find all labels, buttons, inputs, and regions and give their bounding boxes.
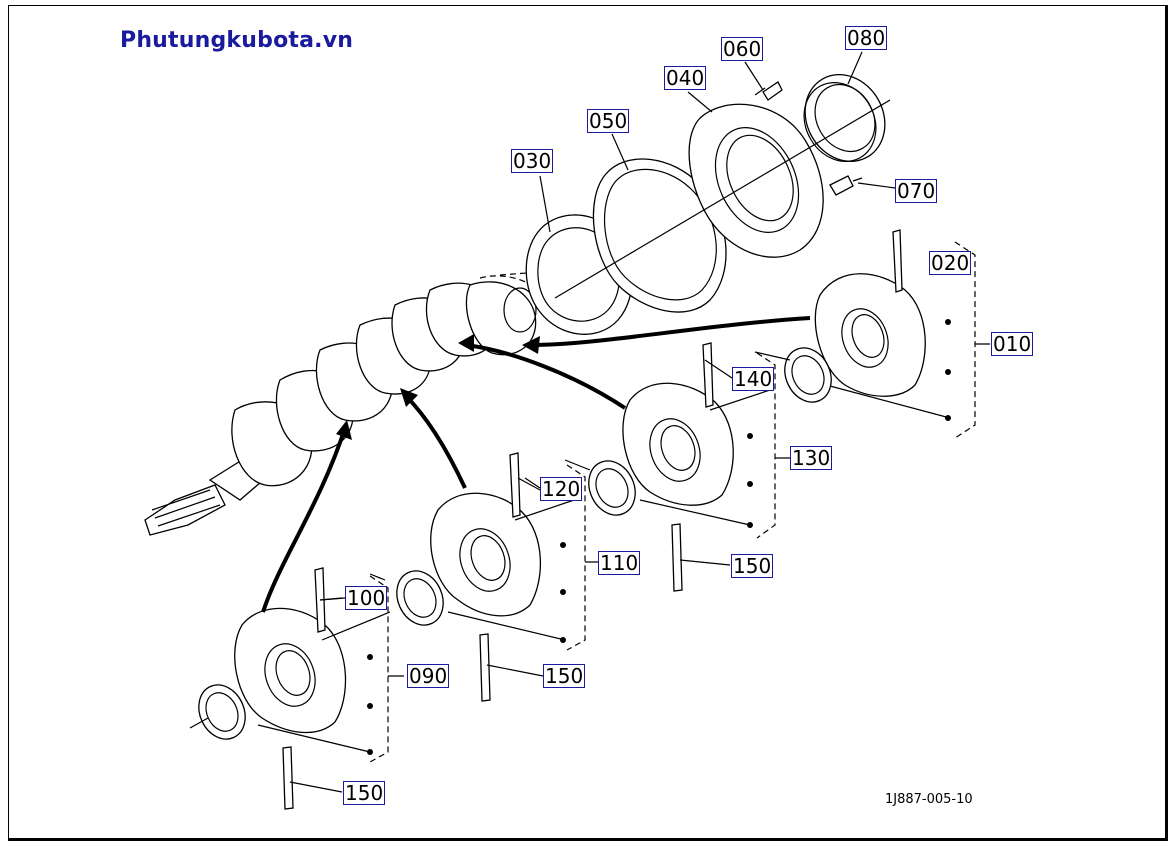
label-150-middle: 150 xyxy=(543,664,586,688)
label-040: 040 xyxy=(664,66,707,90)
label-020: 020 xyxy=(929,251,972,275)
part-130-bearing-case xyxy=(622,342,734,592)
part-010-bearing-case xyxy=(814,229,926,397)
label-050: 050 xyxy=(587,109,630,133)
bolt-070 xyxy=(829,175,863,196)
bearing-rings xyxy=(198,347,832,740)
center-lines xyxy=(189,99,891,729)
part-080-oil-seal xyxy=(803,73,886,163)
diagram-border xyxy=(8,5,1168,841)
label-030: 030 xyxy=(511,149,554,173)
part-110-bearing-case xyxy=(430,452,542,702)
group-brackets xyxy=(369,241,990,763)
label-070: 070 xyxy=(895,179,938,203)
label-110: 110 xyxy=(598,551,641,575)
label-080: 080 xyxy=(845,26,888,50)
label-090: 090 xyxy=(407,664,450,688)
label-010: 010 xyxy=(991,332,1034,356)
part-040-housing xyxy=(688,103,824,258)
label-150-upper: 150 xyxy=(731,554,774,578)
leader-lines xyxy=(257,51,951,793)
reference-dots xyxy=(367,319,951,755)
assembly-arrows xyxy=(261,316,811,613)
label-120: 120 xyxy=(540,477,583,501)
label-150-lower: 150 xyxy=(343,781,386,805)
part-090-bearing-case xyxy=(234,567,347,810)
drawing-number: 1J887-005-10 xyxy=(885,792,973,807)
label-060: 060 xyxy=(721,37,764,61)
label-130: 130 xyxy=(790,446,833,470)
label-100: 100 xyxy=(345,586,388,610)
brand-watermark: Phutungkubota.vn xyxy=(120,28,354,53)
bolt-060 xyxy=(754,81,783,101)
crankshaft xyxy=(144,271,553,536)
label-140: 140 xyxy=(732,367,775,391)
